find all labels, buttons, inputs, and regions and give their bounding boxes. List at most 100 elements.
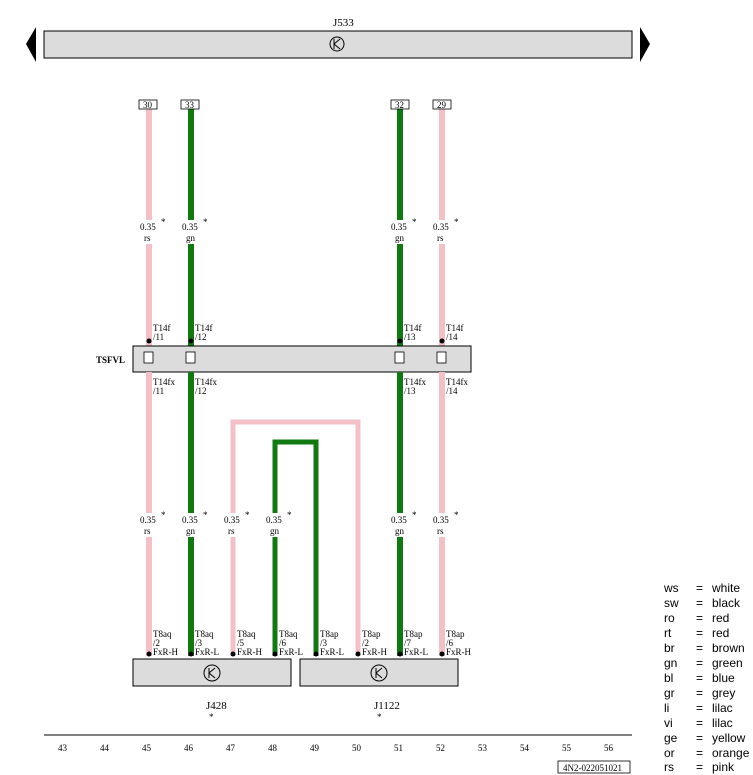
svg-text:FxR-H: FxR-H — [446, 647, 472, 657]
doc-ref: 4N2-022051021 — [563, 763, 622, 773]
svg-text:*: * — [203, 510, 208, 520]
unit-j428-label: J428 — [206, 700, 227, 712]
wire-labels-lower: 0.35 * rs 0.35 * gn 0.35 * rs 0.35 * gn … — [138, 510, 459, 537]
svg-text:0.35: 0.35 — [182, 515, 198, 525]
svg-text:/12: /12 — [195, 386, 207, 396]
svg-text:/5: /5 — [237, 638, 245, 648]
svg-text:FxR-L: FxR-L — [320, 647, 344, 657]
svg-text:T8ap: T8ap — [362, 629, 381, 639]
arrow-right-icon — [640, 27, 650, 62]
svg-text:gn: gn — [186, 233, 196, 243]
svg-text:0.35: 0.35 — [140, 515, 156, 525]
svg-text:T14fx: T14fx — [195, 377, 217, 387]
svg-text:T8ap: T8ap — [320, 629, 339, 639]
svg-text:0.35: 0.35 — [433, 222, 449, 232]
connector-label: TSFVL — [96, 355, 125, 365]
svg-text:*: * — [377, 712, 382, 722]
svg-text:gn: gn — [395, 526, 405, 536]
bottom-pin-labels: T8aq /2 FxR-H T8aq /3 FxR-L T8aq /5 FxR-… — [153, 629, 472, 657]
svg-text:T8aq: T8aq — [279, 629, 298, 639]
svg-text:*: * — [287, 510, 292, 520]
svg-text:45: 45 — [142, 743, 152, 753]
svg-text:/11: /11 — [153, 386, 164, 396]
wire-gn-loop — [272, 439, 319, 656]
arrow-left-icon — [26, 27, 36, 62]
svg-text:T8aq: T8aq — [237, 629, 256, 639]
connector-tsfvl[interactable] — [132, 345, 472, 373]
svg-text:T14fx: T14fx — [404, 377, 426, 387]
svg-text:53: 53 — [478, 743, 488, 753]
svg-text:*: * — [454, 217, 459, 227]
svg-text:48: 48 — [268, 743, 278, 753]
ecu-symbol-icon — [370, 664, 388, 682]
top-unit-label: J533 — [333, 17, 354, 29]
svg-text:T14fx: T14fx — [446, 377, 468, 387]
top-pin-label: 30 — [143, 100, 153, 110]
svg-text:FxR-L: FxR-L — [404, 647, 428, 657]
svg-text:T14f: T14f — [446, 323, 464, 333]
svg-text:/2: /2 — [362, 638, 369, 648]
svg-text:46: 46 — [184, 743, 194, 753]
svg-text:0.35: 0.35 — [266, 515, 282, 525]
svg-text:T14f: T14f — [195, 323, 213, 333]
svg-text:T8ap: T8ap — [446, 629, 465, 639]
svg-text:55: 55 — [562, 743, 572, 753]
svg-text:52: 52 — [436, 743, 445, 753]
ecu-symbol-icon — [203, 664, 221, 682]
svg-text:50: 50 — [352, 743, 362, 753]
svg-text:/3: /3 — [195, 638, 203, 648]
svg-text:gn: gn — [186, 526, 196, 536]
top-unit-box[interactable] — [43, 30, 633, 59]
svg-text:*: * — [161, 217, 166, 227]
svg-text:T14f: T14f — [404, 323, 422, 333]
svg-text:/13: /13 — [404, 332, 416, 342]
svg-text:/12: /12 — [195, 332, 207, 342]
top-pin-label: 32 — [395, 100, 404, 110]
svg-text:51: 51 — [394, 743, 403, 753]
svg-text:0.35: 0.35 — [182, 222, 198, 232]
svg-text:T14f: T14f — [153, 323, 171, 333]
top-pin-label: 33 — [185, 100, 195, 110]
ecu-symbol-icon — [329, 36, 345, 52]
svg-text:/2: /2 — [153, 638, 160, 648]
unit-j1122-label: J1122 — [374, 700, 400, 712]
bottom-pin-dots — [146, 651, 445, 657]
unit-j428-box[interactable] — [132, 658, 292, 687]
svg-text:FxR-L: FxR-L — [279, 647, 303, 657]
svg-text:T14fx: T14fx — [153, 377, 175, 387]
svg-text:FxR-L: FxR-L — [195, 647, 219, 657]
svg-text:rs: rs — [144, 526, 151, 536]
svg-text:/11: /11 — [153, 332, 164, 342]
svg-text:*: * — [412, 217, 417, 227]
svg-text:/14: /14 — [446, 386, 458, 396]
svg-text:0.35: 0.35 — [391, 222, 407, 232]
svg-text:FxR-H: FxR-H — [237, 647, 263, 657]
svg-text:49: 49 — [310, 743, 320, 753]
connector-pin-labels: T14f /11 T14f /12 T14f /13 T14f /14 T14f… — [153, 323, 468, 396]
svg-text:47: 47 — [226, 743, 236, 753]
svg-text:/13: /13 — [404, 386, 416, 396]
svg-text:rs: rs — [144, 233, 151, 243]
svg-text:*: * — [412, 510, 417, 520]
doc-ref-box — [557, 760, 631, 774]
svg-text:*: * — [245, 510, 250, 520]
svg-text:0.35: 0.35 — [224, 515, 240, 525]
svg-text:*: * — [209, 712, 214, 722]
svg-text:54: 54 — [520, 743, 530, 753]
top-pin-label: 29 — [437, 100, 447, 110]
svg-text:/14: /14 — [446, 332, 458, 342]
svg-text:/7: /7 — [404, 638, 412, 648]
ruler-numbers: 43 44 45 46 47 48 49 50 51 52 53 54 55 5… — [58, 743, 614, 753]
svg-text:FxR-H: FxR-H — [362, 647, 388, 657]
svg-text:rs: rs — [437, 233, 444, 243]
svg-text:56: 56 — [604, 743, 614, 753]
unit-j1122-box[interactable] — [299, 658, 459, 687]
wire-rs-loop — [230, 419, 361, 656]
svg-text:*: * — [161, 510, 166, 520]
svg-text:rs: rs — [228, 526, 235, 536]
svg-text:/6: /6 — [279, 638, 287, 648]
svg-text:gn: gn — [395, 233, 405, 243]
svg-text:rs: rs — [437, 526, 444, 536]
svg-text:T8aq: T8aq — [153, 629, 172, 639]
